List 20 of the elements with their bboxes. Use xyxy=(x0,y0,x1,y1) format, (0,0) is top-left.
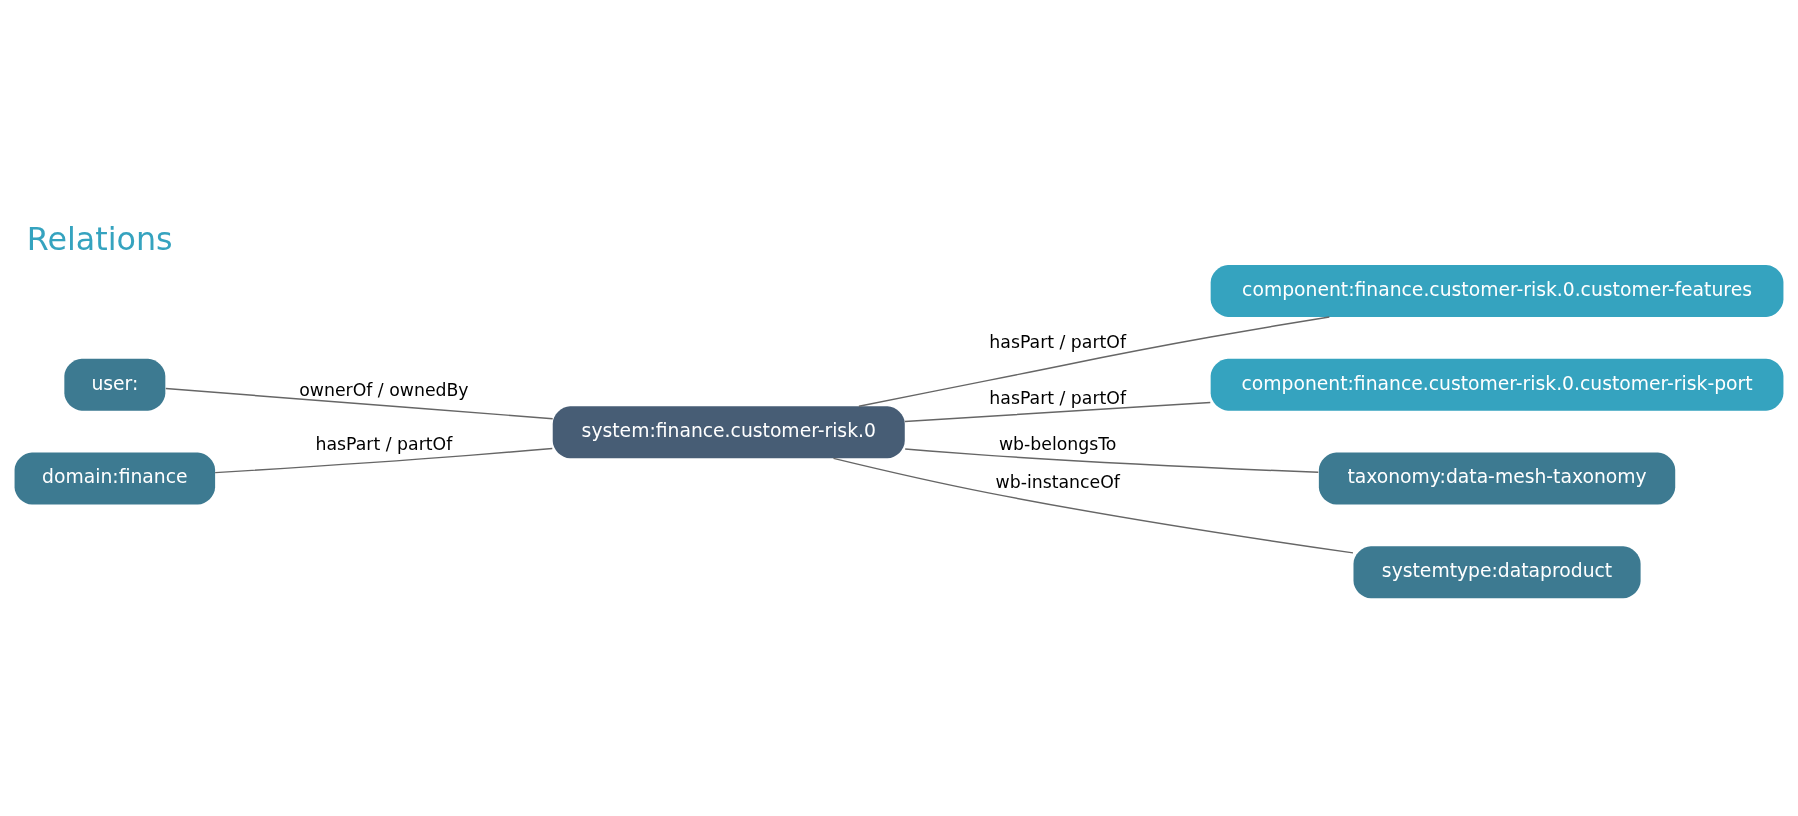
connector xyxy=(904,401,1211,422)
node-box: user: xyxy=(64,358,166,411)
edge-label: ownerOf / ownedBy xyxy=(299,379,469,400)
connector xyxy=(858,315,1331,407)
connector xyxy=(214,447,554,473)
node-box: component:finance.customer-risk.0.customer-risk-port xyxy=(1210,358,1784,411)
edge-label: hasPart / partOf xyxy=(315,433,453,454)
diagram-title: Relations xyxy=(26,220,173,257)
node-box: systemtype:dataproduct xyxy=(1353,545,1641,598)
node-box: system:finance.customer-risk.0 xyxy=(552,405,905,458)
node-box: domain:finance xyxy=(14,452,216,504)
node-box: taxonomy:data-mesh-taxonomy xyxy=(1318,452,1676,504)
node-box: component:finance.customer-risk.0.customer-features xyxy=(1210,264,1784,317)
connector xyxy=(904,447,1319,473)
edge-label: hasPart / partOf xyxy=(989,331,1127,352)
edge-label: wb-belongsTo xyxy=(998,433,1117,454)
connector xyxy=(832,457,1354,554)
edge-label: wb-instanceOf xyxy=(995,471,1120,492)
edge-label: hasPart / partOf xyxy=(989,387,1127,408)
connector xyxy=(165,387,554,419)
